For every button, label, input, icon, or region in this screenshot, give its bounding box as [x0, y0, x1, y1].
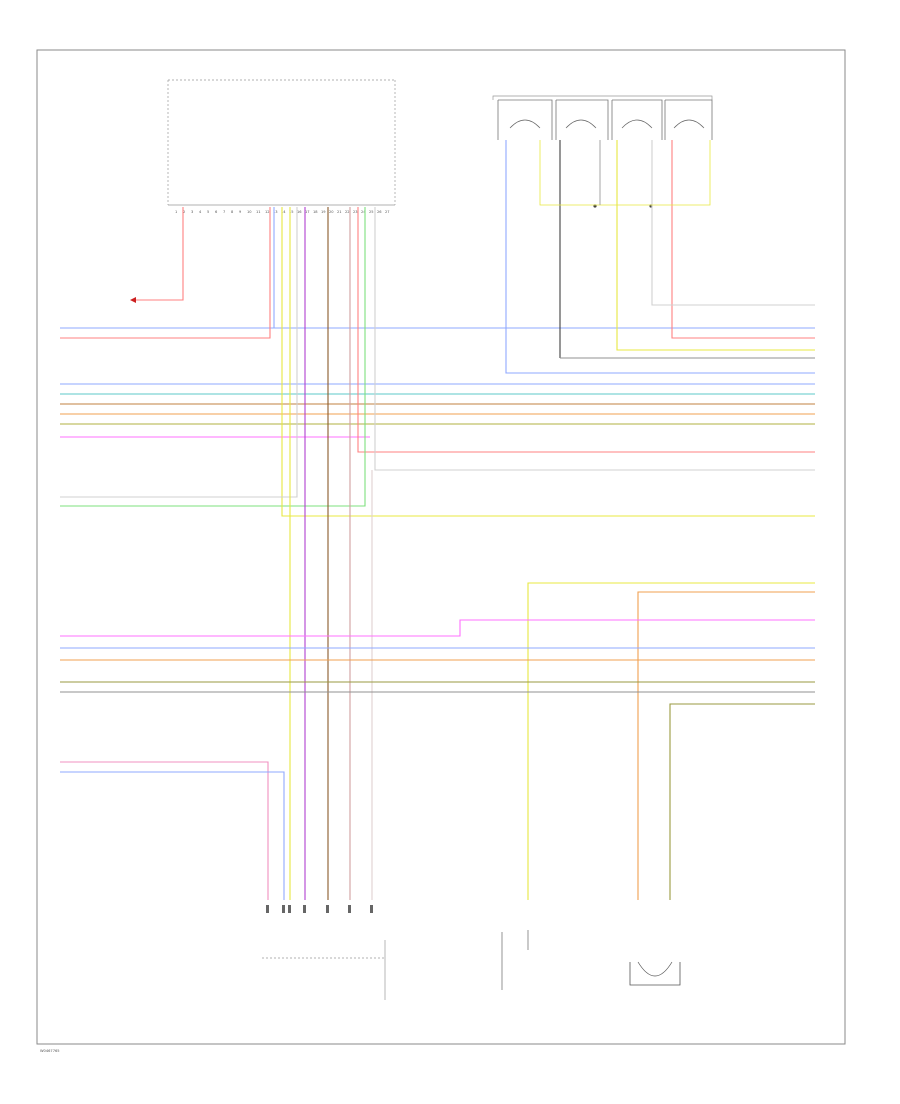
wire-blue-right [505, 140, 815, 374]
connector-arrow-left [130, 297, 136, 303]
wire-red-1 [136, 207, 184, 301]
wire-red-row2 [60, 207, 271, 339]
svg-text:26: 26 [377, 210, 382, 214]
footer-code: W0467765 [40, 1049, 60, 1053]
bottom-left-connector [262, 905, 386, 1000]
bottom-middle-switch [501, 930, 529, 990]
svg-text:10: 10 [247, 210, 252, 214]
svg-text:2: 2 [183, 210, 185, 214]
svg-text:9: 9 [239, 210, 242, 214]
svg-text:8: 8 [231, 210, 234, 214]
top-right-sensor-block [492, 95, 713, 208]
wire-magenta-lower [60, 619, 815, 637]
svg-text:19: 19 [321, 210, 326, 214]
svg-text:14: 14 [281, 210, 286, 214]
svg-text:4: 4 [199, 210, 202, 214]
svg-text:7: 7 [223, 210, 225, 214]
svg-text:23: 23 [353, 210, 358, 214]
svg-text:13: 13 [273, 210, 278, 214]
wire-gray-right [651, 140, 815, 306]
diagram-border [36, 49, 846, 1045]
svg-text:5: 5 [207, 210, 209, 214]
svg-text:18: 18 [313, 210, 318, 214]
svg-text:22: 22 [345, 210, 350, 214]
wires [60, 140, 815, 900]
svg-text:24: 24 [361, 210, 366, 214]
svg-text:1: 1 [175, 210, 177, 214]
wire-bus-yellow [281, 207, 815, 517]
wire-yellow-right [616, 140, 815, 351]
svg-text:20: 20 [329, 210, 334, 214]
svg-text:6: 6 [215, 210, 218, 214]
bottom-right-motor [629, 961, 681, 986]
wire-bus-red [357, 207, 815, 453]
svg-text:25: 25 [369, 210, 374, 214]
wire-bus-green [60, 207, 366, 507]
svg-text:27: 27 [385, 210, 390, 214]
svg-text:15: 15 [289, 210, 294, 214]
svg-text:3: 3 [191, 210, 193, 214]
wire-blue-bottom [60, 771, 285, 900]
wire-bus-white [60, 207, 298, 498]
svg-text:17: 17 [305, 210, 310, 214]
wire-bus-lightgray [374, 207, 815, 471]
wire-olive-right [539, 140, 711, 206]
wire-olive-lower2 [669, 703, 815, 900]
svg-text:21: 21 [337, 210, 342, 214]
svg-text:12: 12 [265, 210, 270, 214]
svg-text:16: 16 [297, 210, 302, 214]
svg-text:11: 11 [256, 210, 261, 214]
wire-red-right [671, 140, 815, 339]
wire-orange-lower [637, 591, 815, 900]
wire-yellow-lower [527, 582, 815, 900]
wire-pink-bottom [60, 761, 269, 900]
